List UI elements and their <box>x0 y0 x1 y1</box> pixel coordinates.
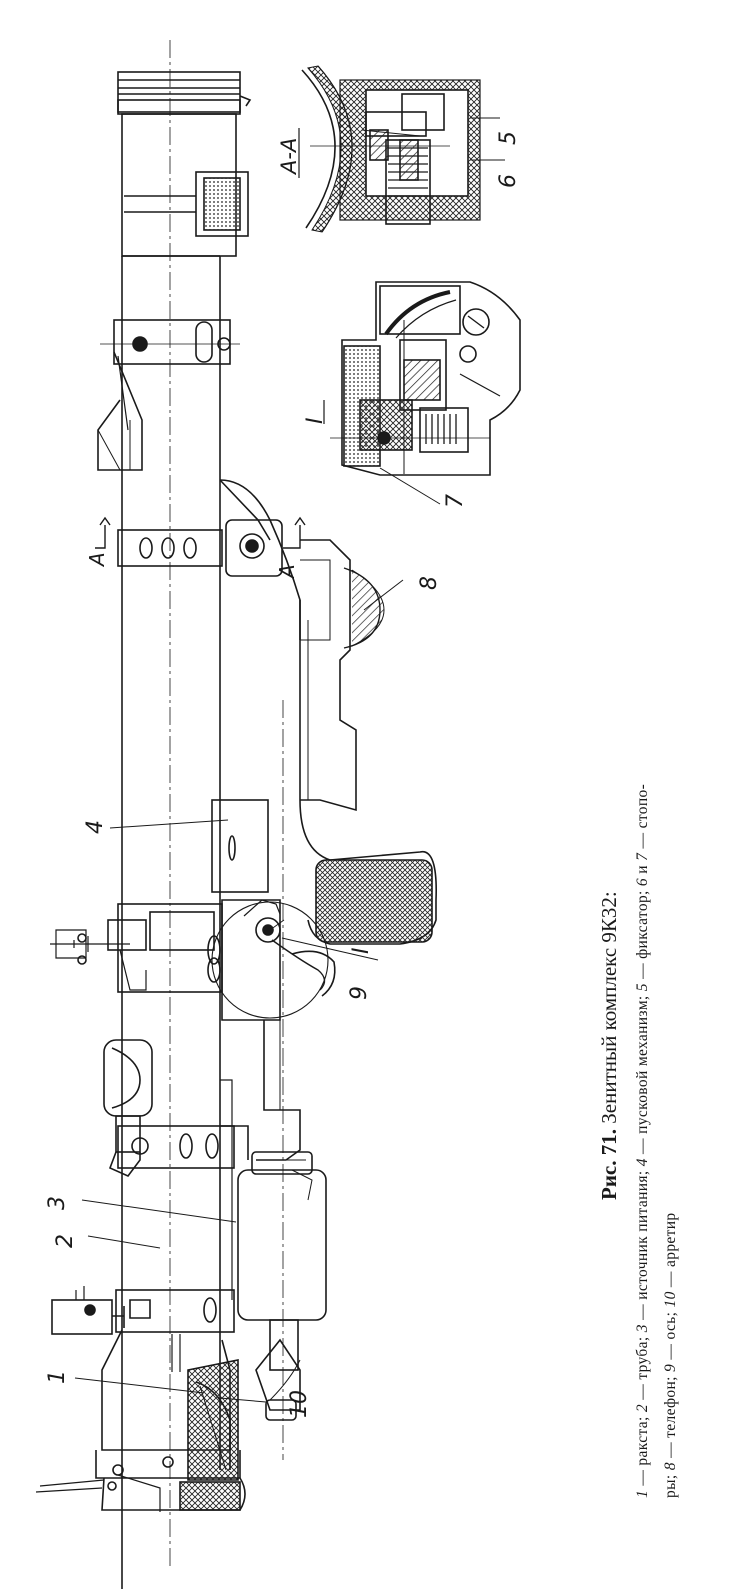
legend-num: 3 <box>634 1324 651 1333</box>
legend-text: — фиксатор; <box>634 886 651 979</box>
legend-num: 9 <box>662 1363 679 1372</box>
detail-i-inset <box>330 281 521 505</box>
section-label-a-a: А-А <box>277 138 301 176</box>
callout-5: 5 <box>496 131 521 145</box>
callout-9: 9 <box>347 986 372 1000</box>
figure-legend-line-2: ры; 8 — телефон; 9 — ось; 10 — арретир <box>662 1212 680 1498</box>
legend-text: — арретир <box>662 1212 679 1288</box>
callout-3: 3 <box>45 1196 70 1210</box>
legend-num: 1 <box>634 1489 651 1498</box>
callout-4: 4 <box>83 820 108 834</box>
callout-labels: 1 2 3 4 5 6 7 8 9 10 I I А-А А А <box>45 128 521 1418</box>
figure-legend-line-1: 1 — ракста; 2 — труба; 3 — источник пита… <box>634 784 652 1498</box>
section-mark-a-bottom: А <box>275 564 299 580</box>
legend-num: 5 <box>634 983 651 992</box>
legend-text: и <box>634 865 651 874</box>
section-a-a-inset <box>301 65 505 233</box>
legend-text: — телефон; <box>662 1371 679 1458</box>
callout-I-main: I <box>349 948 374 955</box>
legend-num: 4 <box>634 1158 651 1167</box>
callout-2: 2 <box>53 1234 78 1248</box>
callout-8: 8 <box>417 576 442 590</box>
legend-text: — труба; <box>634 1332 651 1400</box>
section-mark-a-top: А <box>85 552 109 568</box>
figure-caption-title: Рис. 71. Зенитный комплекс 9К32: <box>597 891 622 1200</box>
callout-6: 6 <box>496 174 521 188</box>
figure-title: Зенитный комплекс 9К32: <box>597 891 621 1124</box>
legend-text: ры; <box>662 1470 679 1498</box>
callout-7: 7 <box>443 494 468 508</box>
legend-text: — пусковой механизм; <box>634 991 651 1154</box>
legend-num: 10 <box>662 1291 679 1308</box>
legend-text: — ракста; <box>634 1412 651 1486</box>
launcher-drawing <box>35 40 437 1589</box>
figure-number: Рис. 71. <box>597 1129 621 1200</box>
legend-num: 7 <box>634 852 651 861</box>
legend-num: 2 <box>634 1403 651 1413</box>
legend-num: 8 <box>662 1462 679 1471</box>
legend-text: — источник питания; <box>634 1166 651 1320</box>
callout-10: 10 <box>287 1390 312 1418</box>
callout-1: 1 <box>45 1370 70 1384</box>
legend-text: — ось; <box>662 1307 679 1360</box>
legend-text: — стопо- <box>634 783 651 849</box>
callout-I-detail: I <box>303 418 328 425</box>
legend-num: 6 <box>634 877 651 887</box>
